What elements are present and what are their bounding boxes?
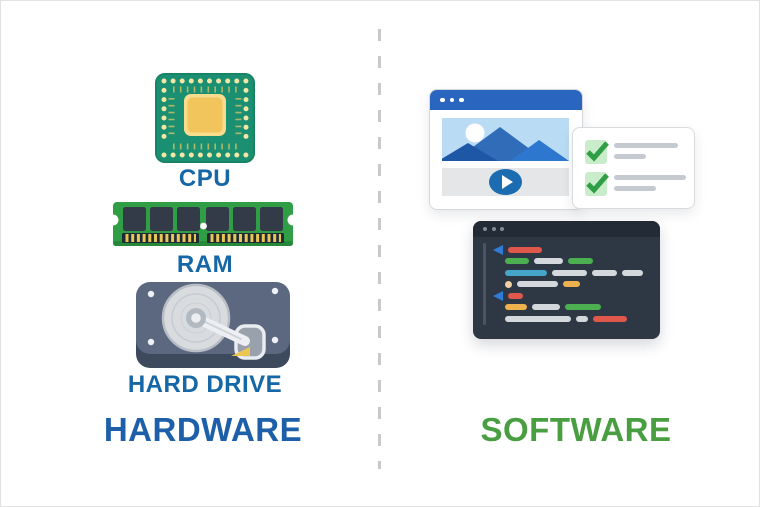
text-line-placeholders [614,140,678,159]
code-token-pill [505,304,527,311]
window-dot-icon [440,97,445,103]
hardware-title: HARDWARE [103,411,303,448]
code-token-pill [505,315,571,322]
code-token-pill [505,269,547,276]
code-editor-titlebar [473,221,660,237]
code-token-pill [576,315,588,322]
software-title: SOFTWARE [480,411,672,448]
code-token-pill [534,258,563,265]
code-token-pill [592,269,617,276]
video-player-bar [442,168,569,196]
code-token-pill [552,269,587,276]
code-line [473,313,654,325]
checklist-row [585,172,694,196]
code-token-pill [532,304,560,311]
cpu-label: CPU [178,165,232,192]
code-token-pill [517,281,558,288]
code-chevron-icon [493,244,503,255]
code-line [473,279,654,291]
code-token-dot [505,280,512,288]
code-token-pill [505,258,529,265]
play-button-icon [489,169,522,195]
code-line [473,256,654,268]
window-dot-icon [491,227,496,231]
code-token-pill [508,292,523,299]
image-thumbnail-icon [442,118,569,161]
divider-dashed-line [378,29,381,469]
checkbox-checked-icon [585,140,609,164]
text-line-placeholder [614,143,678,148]
text-line-placeholders [614,172,686,191]
code-line [473,267,654,279]
window-dot-icon [459,97,464,103]
text-line-placeholder [614,175,686,180]
window-dot-icon [500,227,504,231]
code-token-pill [593,315,627,322]
hard-drive-label: HARD DRIVE [127,371,283,398]
window-dot-icon [449,97,454,103]
checklist-card-icon [572,127,695,209]
indent-guide-line [483,243,486,325]
text-line-placeholder [614,154,646,159]
code-lines [473,244,654,325]
hard-drive-icon [136,282,290,368]
ram-stick-icon [113,202,293,246]
code-line [473,290,654,302]
code-token-pill [508,246,542,253]
code-editor-window-icon [473,221,660,339]
code-token-pill [568,258,593,265]
checklist-row [585,140,694,164]
checkbox-checked-icon [585,172,609,196]
ram-label: RAM [176,251,234,278]
code-line [473,302,654,314]
code-line [473,244,654,256]
browser-media-window-icon [429,89,583,210]
code-token-pill [565,304,601,311]
window-dot-icon [483,227,487,231]
cpu-chip-icon [155,73,255,163]
code-token-pill [622,269,643,276]
code-token-pill [563,281,580,288]
code-chevron-icon [493,290,503,301]
text-line-placeholder [614,186,656,191]
browser-titlebar [430,90,582,110]
